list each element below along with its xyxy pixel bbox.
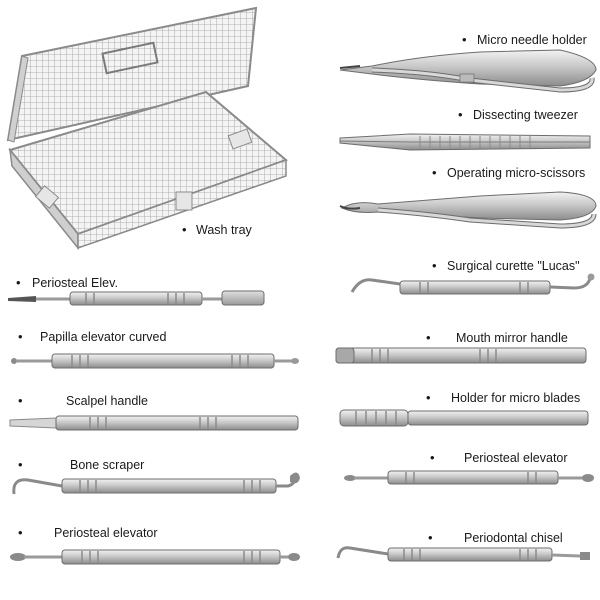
periosteal-elevator-left-image — [10, 549, 300, 565]
bullet-icon: • — [426, 390, 431, 405]
label-mouth-mirror-handle: Mouth mirror handle — [456, 331, 568, 345]
label-operating-micro-scissors: Operating micro-scissors — [447, 166, 586, 180]
label-papilla-elevator: Papilla elevator curved — [40, 330, 167, 344]
bullet-icon: • — [458, 107, 463, 122]
bullet-icon: • — [428, 530, 433, 545]
label-dissecting-tweezer: Dissecting tweezer — [473, 108, 578, 122]
wash-tray-image — [6, 6, 288, 251]
bullet-icon: • — [426, 330, 431, 345]
label-periodontal-chisel: Periodontal chisel — [464, 531, 563, 545]
label-holder-micro-blades: Holder for micro blades — [451, 391, 581, 405]
bullet-icon: • — [432, 258, 437, 273]
bullet-icon: • — [18, 329, 23, 344]
bullet-icon: • — [182, 222, 187, 237]
periosteal-elev-image — [8, 290, 265, 306]
bone-scraper-image — [12, 472, 300, 495]
micro-needle-holder-image — [339, 49, 597, 93]
papilla-elevator-image — [11, 353, 299, 369]
label-wash-tray: Wash tray — [196, 223, 252, 237]
bullet-icon: • — [18, 457, 23, 472]
dissecting-tweezer-image — [339, 133, 591, 151]
bullet-icon: • — [462, 32, 467, 47]
label-periosteal-elevator-right: Periosteal elevator — [464, 451, 568, 465]
bullet-icon: • — [18, 525, 23, 540]
label-periosteal-elevator-left: Periosteal elevator — [54, 526, 158, 540]
label-bone-scraper: Bone scraper — [70, 458, 145, 472]
periosteal-elevator-right-image — [344, 470, 594, 485]
operating-micro-scissors-image — [339, 191, 597, 229]
label-periosteal-elev: Periosteal Elev. — [32, 276, 118, 290]
bullet-icon: • — [430, 450, 435, 465]
label-micro-needle-holder: Micro needle holder — [477, 33, 587, 47]
label-scalpel-handle: Scalpel handle — [66, 394, 149, 408]
bullet-icon: • — [16, 275, 21, 290]
bullet-icon: • — [432, 165, 437, 180]
mouth-mirror-handle-image — [335, 347, 587, 364]
surgical-curette-image — [350, 273, 595, 295]
scalpel-handle-image — [9, 415, 299, 431]
label-surgical-curette: Surgical curette "Lucas" — [447, 259, 580, 273]
holder-micro-blades-image — [339, 409, 589, 427]
bullet-icon: • — [18, 393, 23, 408]
periodontal-chisel-image — [336, 546, 590, 562]
